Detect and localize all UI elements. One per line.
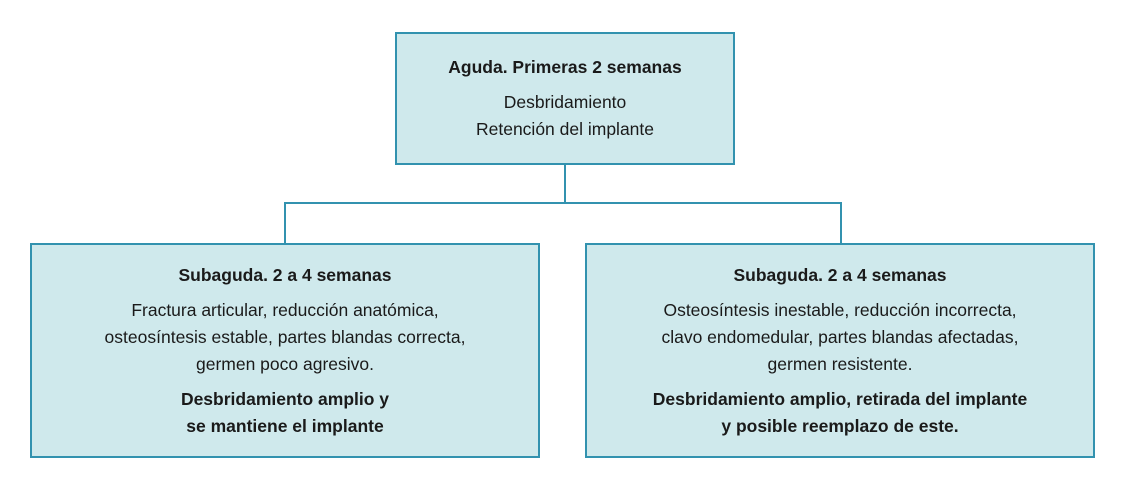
- connector-stem: [564, 165, 566, 203]
- node-subacute-left-body-line: Fractura articular, reducción anatómica,: [131, 299, 439, 320]
- node-subacute-right-body-line: germen resistente.: [767, 353, 913, 374]
- connector-drop-right: [840, 202, 842, 243]
- node-subacute-left-body-line: germen poco agresivo.: [195, 353, 375, 374]
- node-acute-body-line: Desbridamiento: [503, 92, 627, 112]
- node-subacute-right-body-line: clavo endomedular, partes blandas afecta…: [661, 326, 1019, 347]
- node-subacute-right-action-line: Desbridamiento amplio, retirada del impl…: [652, 388, 1028, 409]
- node-acute-body-line: Retención del implante: [475, 119, 655, 139]
- node-acute: Aguda. Primeras 2 semanas Desbridamiento…: [395, 32, 735, 165]
- connector-drop-left: [284, 202, 286, 243]
- connector-horizontal-rail: [284, 202, 842, 204]
- node-subacute-left-action-line: Desbridamiento amplio y: [180, 388, 390, 409]
- node-subacute-left-body-line: osteosíntesis estable, partes blandas co…: [104, 326, 466, 347]
- node-subacute-retain-implant: Subaguda. 2 a 4 semanas Fractura articul…: [30, 243, 540, 458]
- node-subacute-right-body-line: Osteosíntesis inestable, reducción incor…: [663, 299, 1017, 320]
- node-subacute-remove-implant: Subaguda. 2 a 4 semanas Osteosíntesis in…: [585, 243, 1095, 458]
- node-subacute-left-heading: Subaguda. 2 a 4 semanas: [178, 264, 392, 285]
- node-acute-heading: Aguda. Primeras 2 semanas: [448, 57, 682, 77]
- node-subacute-right-heading: Subaguda. 2 a 4 semanas: [733, 264, 947, 285]
- node-subacute-right-action-line: y posible reemplazo de este.: [721, 415, 959, 436]
- node-subacute-left-action-line: se mantiene el implante: [186, 415, 384, 436]
